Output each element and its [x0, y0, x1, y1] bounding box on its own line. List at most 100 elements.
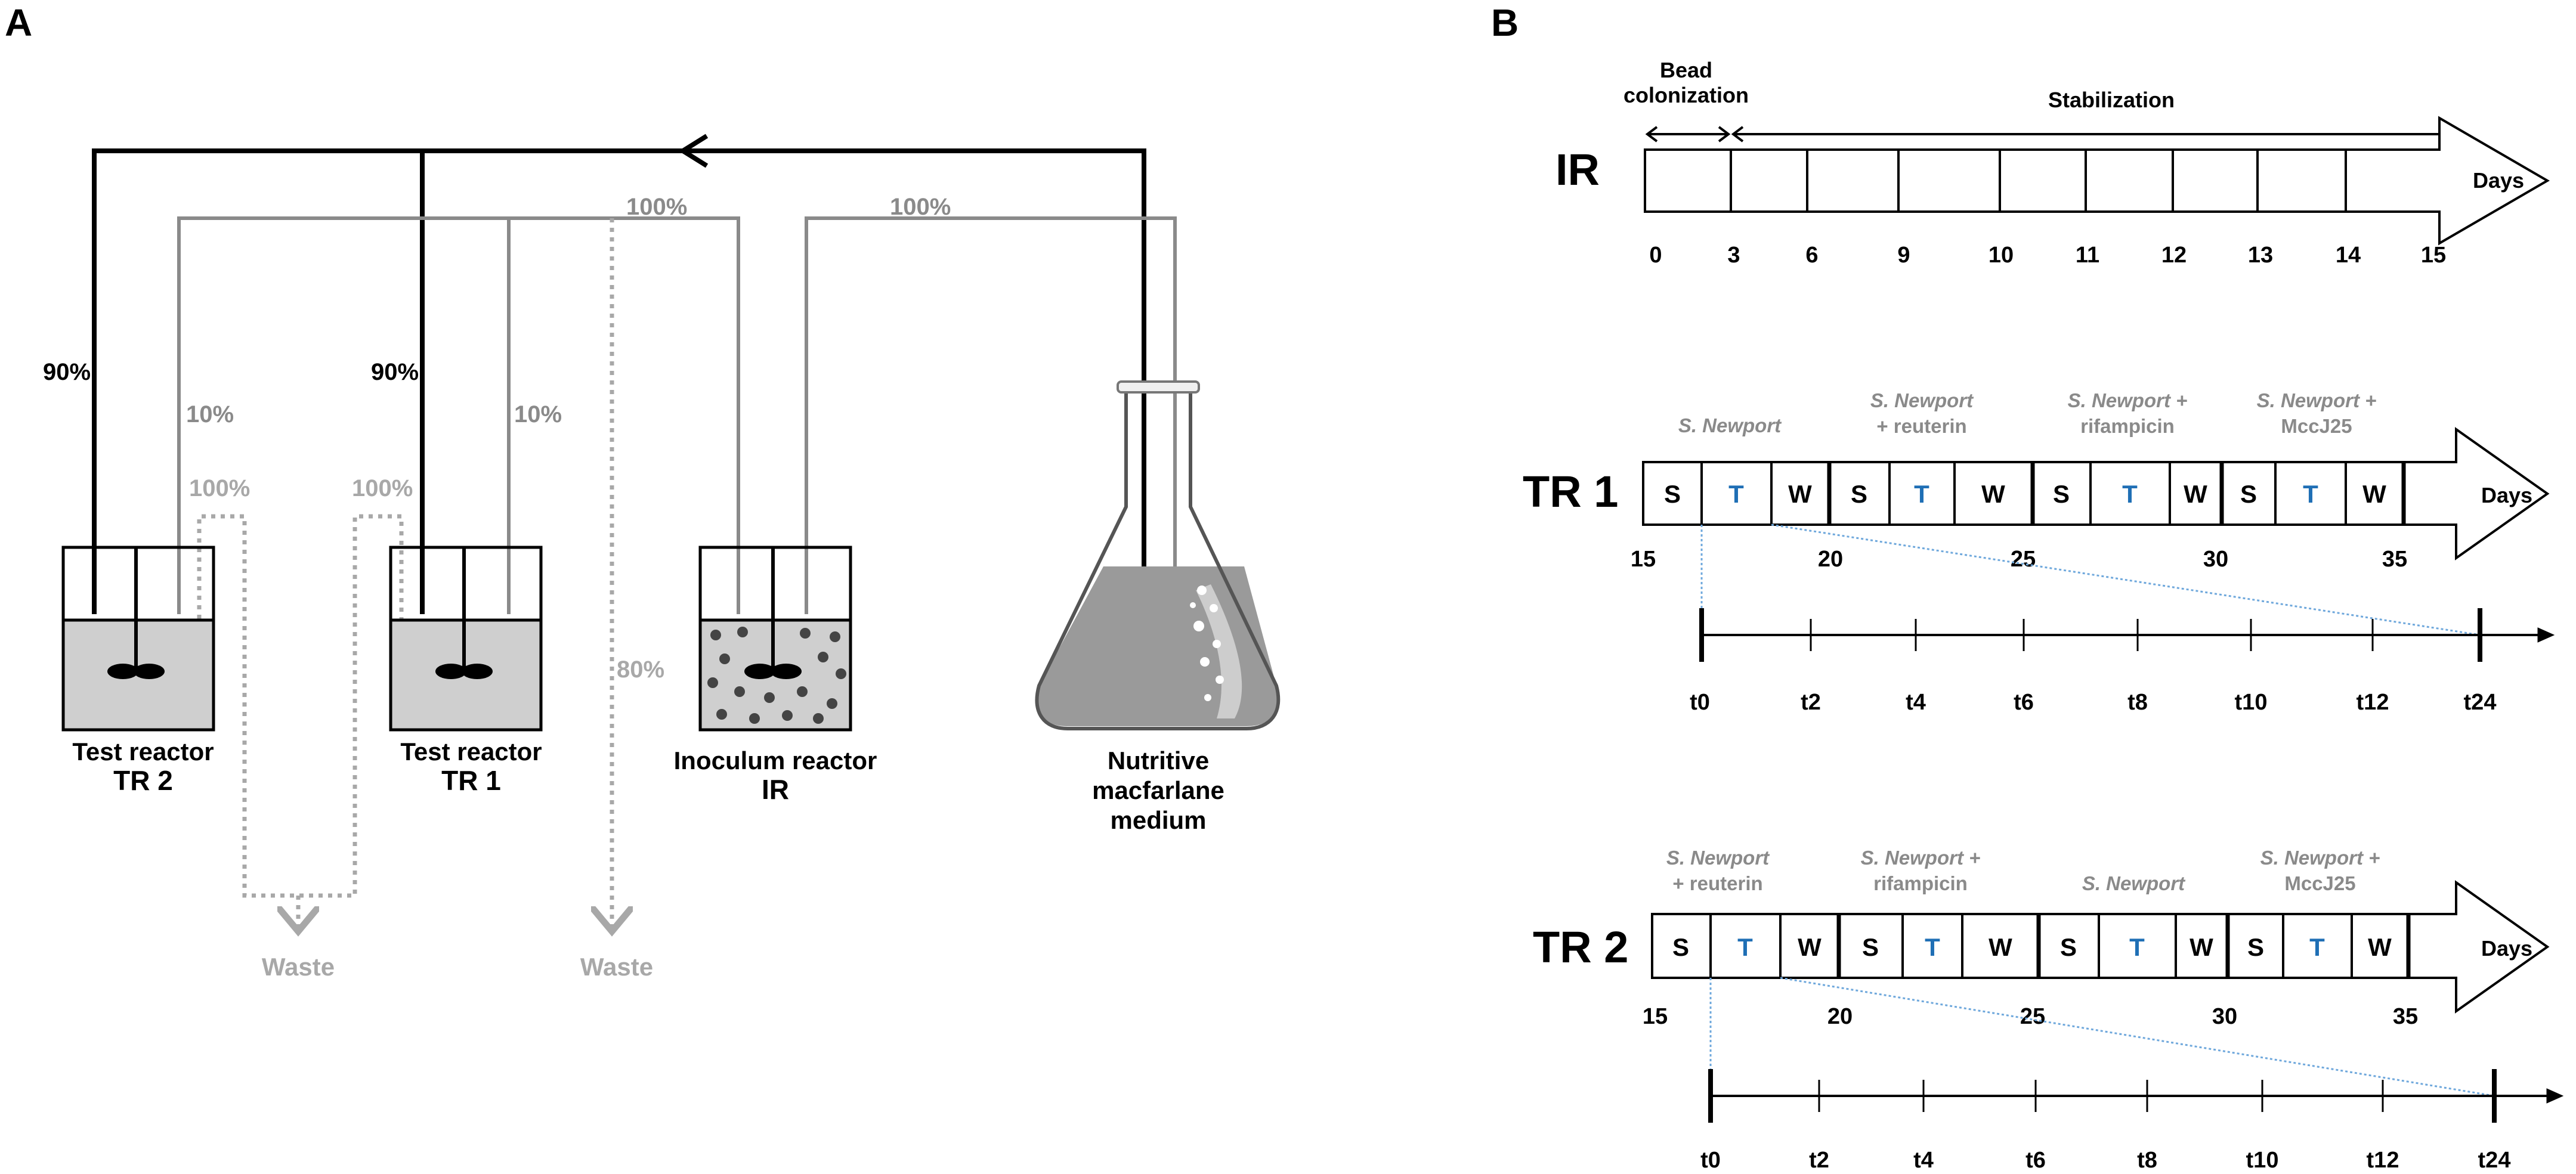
waste-label-left: Waste — [262, 953, 335, 981]
ir-timeline: IR Bead colonization Stabilization Days … — [1556, 58, 2550, 268]
tr1-reactor: Test reactor TR 1 — [389, 546, 543, 796]
tr1-stirrer-blade-left — [435, 664, 466, 679]
ir-beads — [707, 627, 846, 724]
flask-highlight — [1196, 584, 1242, 718]
tr1-cell-w: W — [2362, 480, 2386, 508]
ir-to-reactors-line — [177, 216, 740, 614]
tr2-hour-ticks: t0 t2 t4 t6 t8 t10 t12 t24 — [1700, 1148, 2510, 1173]
tr1-cell-s: S — [2053, 480, 2070, 508]
tr1-treatment-2-line-1: S. Newport — [1870, 389, 1974, 411]
tr1-stirrer-blade-right — [462, 664, 493, 679]
tr2-treatment-2-line-1: S. Newport + — [1861, 847, 1981, 869]
tr2-cell-s: S — [1672, 933, 1689, 961]
tr2-reactor: Test reactor TR 2 — [61, 546, 215, 796]
tr2-row-label: TR 2 — [1533, 922, 1628, 972]
medium-flask: Nutritive macfarlane medium — [1035, 380, 1281, 834]
tr2-hour-tick: t12 — [2367, 1148, 2399, 1173]
tr1-hour-tick: t4 — [1906, 690, 1926, 715]
tr1-cell-s: S — [1851, 480, 1867, 508]
ir-tick: 10 — [1989, 243, 2014, 268]
tr2-treatment-4-line-1: S. Newport + — [2260, 847, 2380, 869]
bead-colonization-line-1: Bead — [1660, 58, 1712, 82]
tr2-hour-axis-arrowhead — [2546, 1088, 2564, 1104]
tr1-day-ticks: 15 20 25 30 35 — [1631, 547, 2407, 572]
tr2-treatment-2-line-2: rifampicin — [1873, 872, 1968, 894]
tr2-cell-t: T — [1737, 933, 1753, 961]
tr2-cell-s: S — [2060, 933, 2077, 961]
tr1-days-arrow — [1642, 427, 2550, 560]
medium-to-ir-line — [805, 216, 1177, 668]
ir-days-arrow — [1644, 116, 2550, 246]
panel-a: A 100% 100% 90% 10% 100% 90% 10% — [5, 1, 1281, 981]
tr1-row-label: TR 1 — [1523, 467, 1618, 516]
tr2-hour-tick: t4 — [1913, 1148, 1934, 1173]
tr1-hour-tick: t2 — [1801, 690, 1821, 715]
tr1-cell-s: S — [2240, 480, 2257, 508]
tr1-day-tick: 25 — [2011, 547, 2036, 572]
tr2-day-tick: 30 — [2212, 1004, 2237, 1029]
tr2-day-tick: 15 — [1643, 1004, 1668, 1029]
tr1-treatment-3-line-1: S. Newport + — [2068, 389, 2188, 411]
main-feed-line — [92, 148, 1146, 668]
tr1-name: Test reactor — [400, 738, 542, 766]
tr2-day-tick: 25 — [2020, 1004, 2045, 1029]
tr2-hour-tick: t10 — [2246, 1148, 2279, 1173]
tr2-treatments: S. Newport + reuterin S. Newport + rifam… — [1666, 847, 2380, 894]
tr2-treatment-4-line-2: MccJ25 — [2284, 872, 2355, 894]
tr2-cell-dividers — [1709, 914, 2411, 978]
pct-100-top-right: 100% — [890, 194, 951, 220]
panel-b: B IR Bead colonization Stabilization Day… — [1491, 1, 2564, 1173]
ir-tick: 9 — [1897, 243, 1910, 268]
tr2-overflow-line — [197, 514, 404, 898]
tr2-cell-t: T — [2309, 933, 2325, 961]
tr1-cell-dividers — [1700, 462, 2406, 525]
tr1-days-label: Days — [2481, 483, 2532, 507]
tr2-zoom-lines — [1709, 977, 2495, 1097]
stabilization-label: Stabilization — [2048, 88, 2175, 112]
phase-arrows — [1645, 126, 2453, 143]
flask-bubbles — [1190, 586, 1224, 701]
flask-rim — [1117, 380, 1200, 394]
tr1-treatment-4-line-2: MccJ25 — [2281, 415, 2352, 437]
tr1-cell-w: W — [1981, 480, 2005, 508]
ir-tick: 14 — [2336, 243, 2361, 268]
tr1-cell-s: S — [1664, 480, 1681, 508]
ir-row-label: IR — [1556, 145, 1600, 194]
inoculum-lines — [177, 216, 1177, 668]
tr2-cell-w: W — [1798, 933, 1822, 961]
tr1-cell-t: T — [1728, 480, 1744, 508]
ir-tick: 6 — [1805, 243, 1818, 268]
tr2-cell-s: S — [1862, 933, 1879, 961]
tr1-hour-ticks: t0 t2 t4 t6 t8 t10 t12 t24 — [1690, 690, 2496, 715]
tr2-cell-s: S — [2247, 933, 2264, 961]
tr1-cell-t: T — [2122, 480, 2138, 508]
tr2-stirrer-blade-right — [134, 664, 165, 679]
panel-a-letter: A — [5, 1, 32, 44]
tr1-cell-w: W — [1788, 480, 1812, 508]
tr2-cell-t: T — [2129, 933, 2145, 961]
tr1-hour-tick: t6 — [2014, 690, 2034, 715]
ir-name: Inoculum reactor — [674, 746, 877, 775]
tr2-day-tick: 35 — [2393, 1004, 2418, 1029]
medium-line-1: Nutritive — [1108, 746, 1209, 775]
tr1-treatment-4-line-1: S. Newport + — [2257, 389, 2377, 411]
tr2-day-ticks: 15 20 25 30 35 — [1643, 1004, 2418, 1029]
ir-vessel — [698, 546, 852, 732]
tr2-hour-tick: t0 — [1700, 1148, 1721, 1173]
tr1-hour-tick: t12 — [2357, 690, 2389, 715]
tr1-hour-tick: t10 — [2235, 690, 2268, 715]
tr2-overflow-pct: 100% — [189, 475, 250, 501]
tr1-hour-tick: t0 — [1690, 690, 1710, 715]
tr1-in-pct: 90% — [371, 359, 419, 385]
ir-stirrer-blade-right — [771, 664, 802, 679]
flask-liquid — [1037, 566, 1279, 726]
medium-feed-lines — [92, 148, 1146, 668]
tr2-cell-w: W — [1989, 933, 2012, 961]
tr1-treatment-3-line-2: rifampicin — [2080, 415, 2175, 437]
tr1-cell-t: T — [2303, 480, 2318, 508]
tr2-hour-tick: t24 — [2478, 1148, 2511, 1173]
tr2-cell-w: W — [2368, 933, 2392, 961]
tr2-name: Test reactor — [72, 738, 214, 766]
tr2-cell-t: T — [1925, 933, 1940, 961]
